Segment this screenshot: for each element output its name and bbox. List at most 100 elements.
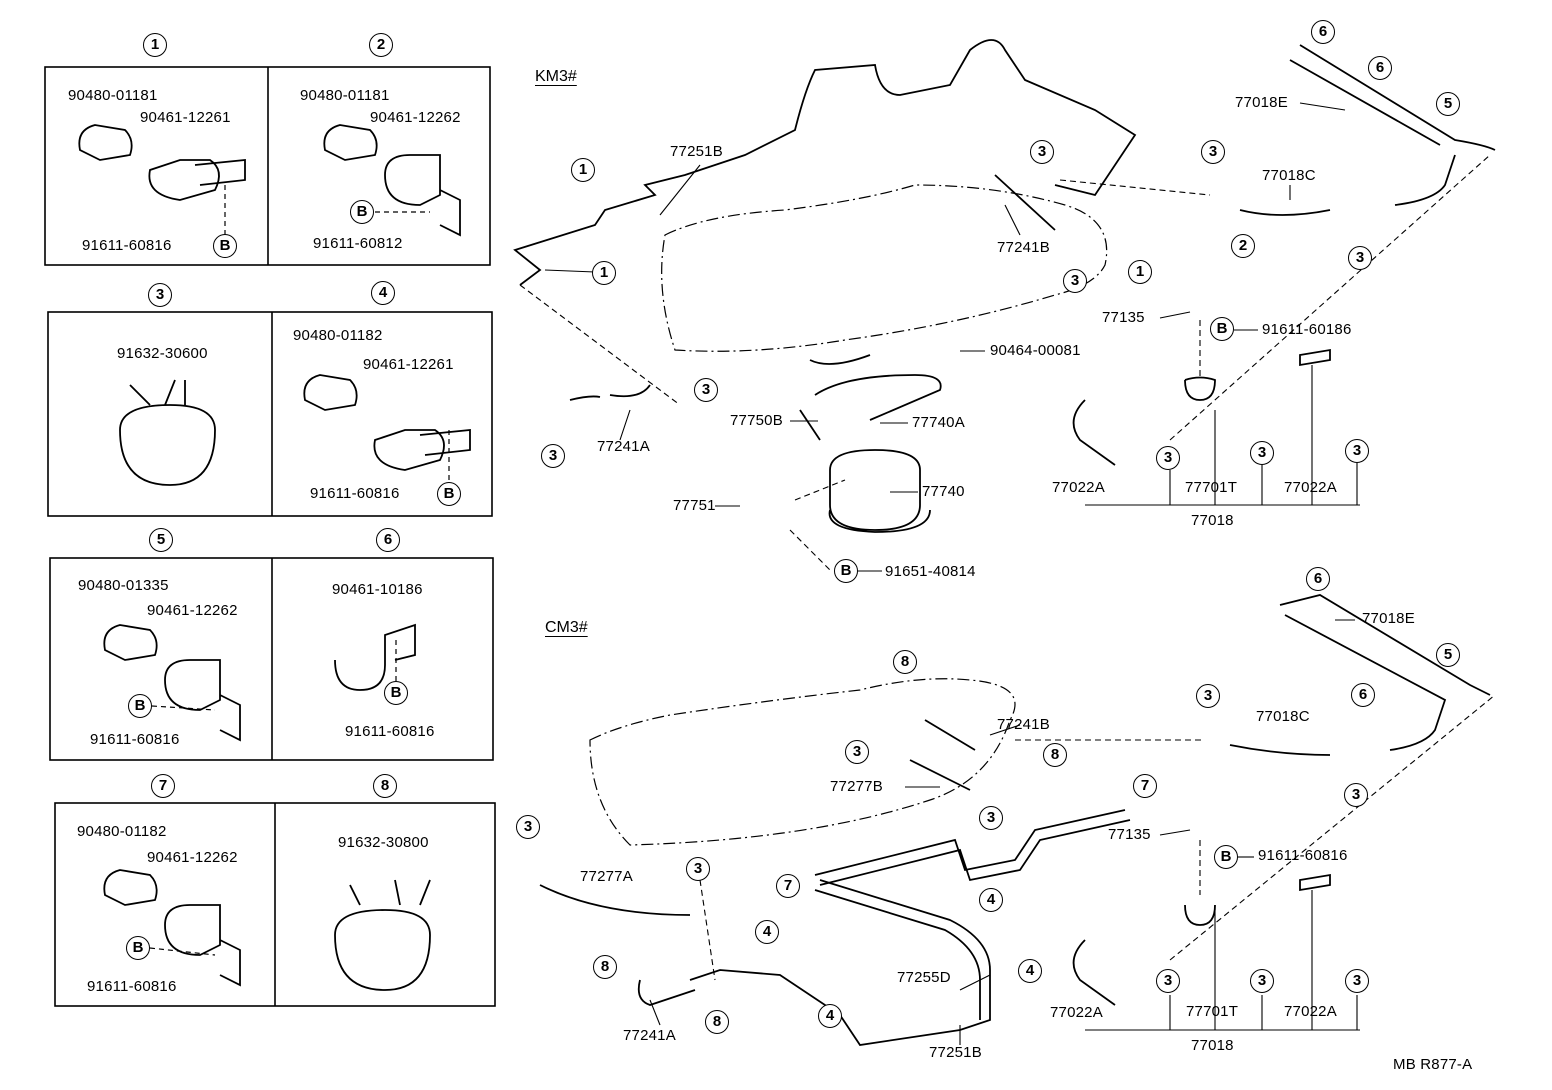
callout-marker: 6	[1306, 567, 1330, 591]
detail-box-frames	[44, 66, 496, 1007]
part-number-label: 91611-60812	[313, 235, 403, 252]
cm3-pipes	[539, 594, 1491, 1046]
part-number-label: 77251B	[670, 143, 723, 160]
part-number-label: 77018E	[1235, 94, 1288, 111]
callout-marker: B	[128, 694, 152, 718]
callout-marker: 5	[149, 528, 173, 552]
callout-marker: 1	[592, 261, 616, 285]
callout-marker: B	[834, 559, 858, 583]
km3-pipes	[513, 39, 1496, 533]
part-number-label: 77701T	[1185, 479, 1238, 496]
part-number-label: 77018C	[1262, 167, 1316, 184]
cm3-section-title: CM3#	[545, 619, 588, 636]
callout-marker: 3	[1156, 969, 1180, 993]
part-number-label: 77022A	[1284, 479, 1337, 496]
part-number-label: 77277A	[580, 868, 633, 885]
part-number-label: 91611-60816	[82, 237, 172, 254]
callout-marker: 6	[376, 528, 400, 552]
part-number-label: 77022A	[1284, 1003, 1337, 1020]
part-number-label: 77135	[1108, 826, 1151, 843]
part-number-label: 90480-01182	[293, 327, 383, 344]
part-number-label: 91632-30800	[338, 834, 429, 851]
callout-marker: B	[1214, 845, 1238, 869]
callout-marker: 6	[1311, 20, 1335, 44]
part-number-label: 77241B	[997, 716, 1050, 733]
callout-marker: 3	[1030, 140, 1054, 164]
part-number-label: 77740A	[912, 414, 965, 431]
part-number-label: 77018E	[1362, 610, 1415, 627]
callout-marker: 3	[1344, 783, 1368, 807]
callout-marker: 7	[151, 774, 175, 798]
part-number-label: 77277B	[830, 778, 883, 795]
part-number-label: 90461-12262	[147, 602, 238, 619]
part-number-label: 77701T	[1186, 1003, 1239, 1020]
callout-marker: 3	[1345, 969, 1369, 993]
callout-marker: 6	[1351, 683, 1375, 707]
part-number-label: 90480-01181	[68, 87, 158, 104]
callout-marker: 1	[571, 158, 595, 182]
callout-marker: 3	[1156, 446, 1180, 470]
part-number-label: 90461-12262	[147, 849, 238, 866]
callout-marker: 3	[1063, 269, 1087, 293]
part-number-label: 77022A	[1052, 479, 1105, 496]
callout-marker: 4	[818, 1004, 842, 1028]
part-number-label: 90461-10186	[332, 581, 423, 598]
callout-marker: B	[1210, 317, 1234, 341]
callout-marker: 8	[705, 1010, 729, 1034]
part-number-label: 77022A	[1050, 1004, 1103, 1021]
callout-marker: 3	[845, 740, 869, 764]
km3-section-title: KM3#	[535, 68, 577, 85]
callout-marker: 7	[1133, 774, 1157, 798]
callout-marker: 6	[1368, 56, 1392, 80]
callout-marker: B	[384, 681, 408, 705]
part-number-label: 77018	[1191, 512, 1234, 529]
callout-marker: 4	[1018, 959, 1042, 983]
part-number-label: 77740	[922, 483, 965, 500]
part-number-label: 90480-01335	[78, 577, 169, 594]
callout-marker: 5	[1436, 92, 1460, 116]
part-number-label: 77751	[673, 497, 716, 514]
callout-marker: 4	[371, 281, 395, 305]
callout-marker: 4	[755, 920, 779, 944]
part-number-label: 77241B	[997, 239, 1050, 256]
callout-marker: B	[126, 936, 150, 960]
clamp-sketches	[78, 124, 471, 991]
part-number-label: 90480-01181	[300, 87, 390, 104]
part-number-label: 77255D	[897, 969, 951, 986]
km3-dashed	[519, 154, 1491, 571]
part-number-label: 77018C	[1256, 708, 1310, 725]
callout-marker: 3	[516, 815, 540, 839]
callout-marker: 3	[686, 857, 710, 881]
part-number-label: 91611-60816	[345, 723, 435, 740]
callout-marker: 8	[373, 774, 397, 798]
callout-marker: 3	[1201, 140, 1225, 164]
part-number-label: 77018	[1191, 1037, 1234, 1054]
part-number-label: 91651-40814	[885, 563, 976, 580]
part-number-label: 90464-00081	[990, 342, 1081, 359]
callout-marker: 3	[1348, 246, 1372, 270]
part-number-label: 77135	[1102, 309, 1145, 326]
callout-marker: 7	[776, 874, 800, 898]
callout-marker: B	[350, 200, 374, 224]
callout-marker: B	[437, 482, 461, 506]
km3-tank-outline	[661, 184, 1108, 352]
callout-marker: 8	[593, 955, 617, 979]
callout-marker: 3	[148, 283, 172, 307]
part-number-label: 77241A	[597, 438, 650, 455]
cm3-tank-outline	[589, 678, 1016, 846]
km3-leaders	[544, 102, 1360, 572]
callout-marker: 8	[893, 650, 917, 674]
part-number-label: 77251B	[929, 1044, 982, 1061]
part-number-label: 77750B	[730, 412, 783, 429]
callout-marker: 3	[1250, 441, 1274, 465]
callout-marker: 3	[1196, 684, 1220, 708]
callout-marker: 3	[541, 444, 565, 468]
callout-marker: 5	[1436, 643, 1460, 667]
cm3-dashed	[699, 694, 1496, 981]
callout-marker: 1	[143, 33, 167, 57]
part-number-label: 90461-12261	[140, 109, 231, 126]
callout-marker: 3	[1250, 969, 1274, 993]
callout-marker: 8	[1043, 743, 1067, 767]
callout-marker: 4	[979, 888, 1003, 912]
